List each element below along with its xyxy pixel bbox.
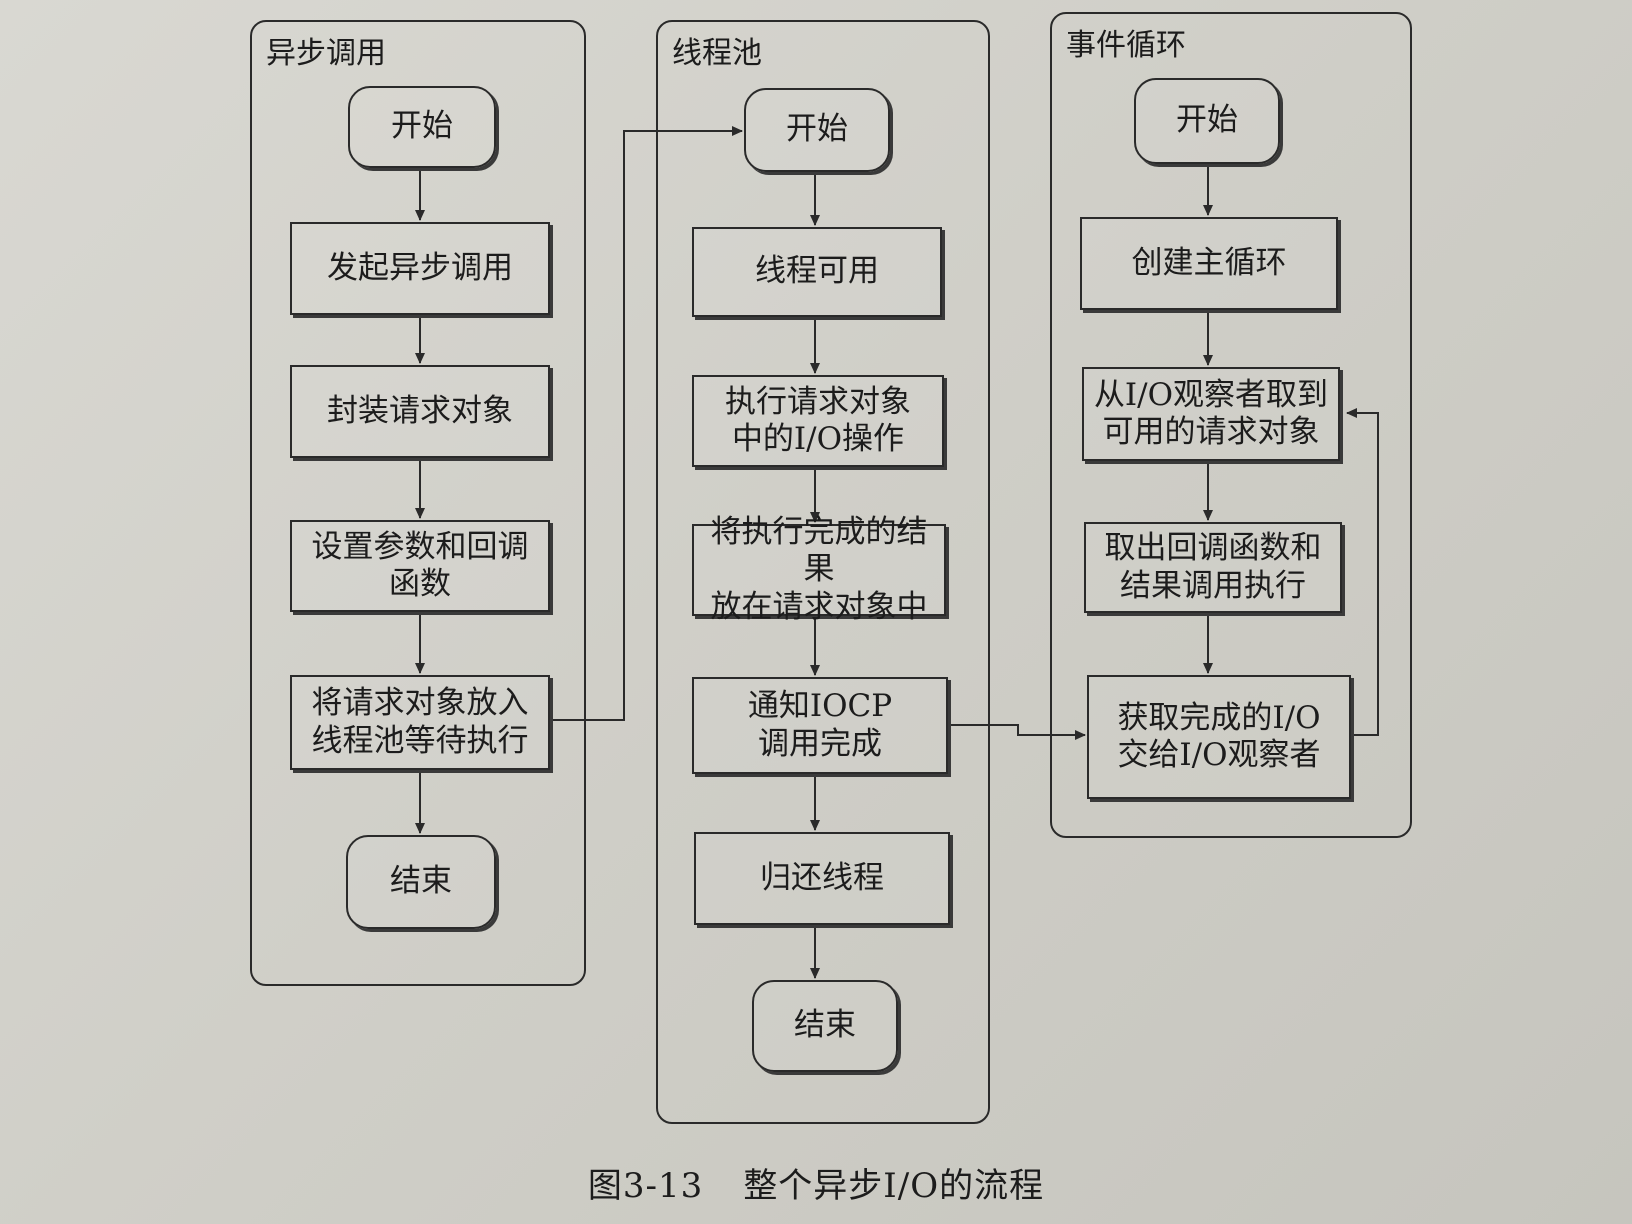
node-async-enqueue: 将请求对象放入 线程池等待执行 [290,675,550,770]
node-pool-return-thread: 归还线程 [694,832,950,925]
node-async-set-params: 设置参数和回调 函数 [290,520,550,612]
node-async-initiate: 发起异步调用 [290,222,550,315]
lane-title-async-call: 异步调用 [266,36,386,71]
node-async-end: 结束 [346,835,496,929]
lane-title-thread-pool: 线程池 [672,36,762,71]
node-pool-available: 线程可用 [692,227,942,317]
lane-event-loop: 事件循环 [1050,12,1412,838]
node-loop-run-callback: 取出回调函数和 结果调用执行 [1084,522,1342,613]
lane-async-call: 异步调用 [250,20,586,986]
node-pool-start: 开始 [744,88,890,172]
figure-title: 整个异步I/O的流程 [743,1166,1045,1206]
figure-number: 图3-13 [587,1166,704,1206]
node-pool-notify: 通知IOCP 调用完成 [692,677,948,774]
node-pool-exec-io: 执行请求对象 中的I/O操作 [692,375,944,467]
node-async-start: 开始 [348,86,496,168]
node-loop-create: 创建主循环 [1080,217,1338,310]
node-loop-fetch-request: 从I/O观察者取到 可用的请求对象 [1082,367,1340,461]
lane-title-event-loop: 事件循环 [1066,28,1186,63]
node-pool-store-result: 将执行完成的结果 放在请求对象中 [692,514,946,625]
node-loop-deliver-io: 获取完成的I/O 交给I/O观察者 [1087,675,1351,799]
figure-caption: 图3-13 整个异步I/O的流程 [0,1158,1632,1207]
node-async-wrap: 封装请求对象 [290,365,550,458]
lane-thread-pool: 线程池 [656,20,990,1124]
arrow-enqueue-to-pool-start [550,126,743,721]
arrow-deliver-to-fetch-loopback [1346,408,1379,736]
node-pool-end: 结束 [752,980,898,1072]
node-loop-start: 开始 [1134,78,1280,164]
